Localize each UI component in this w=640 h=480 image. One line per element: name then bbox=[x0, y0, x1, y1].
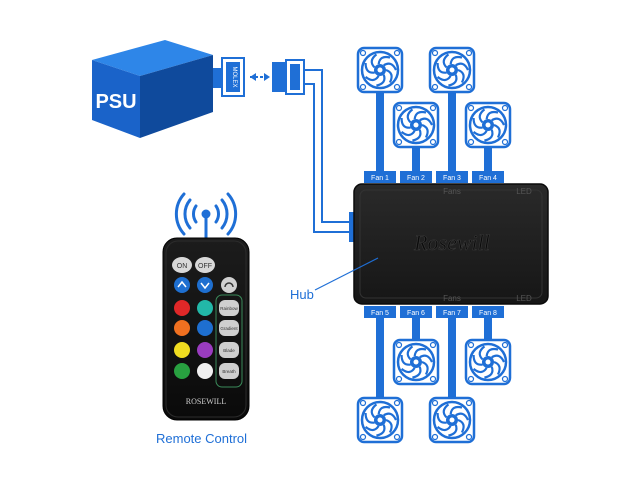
on-button[interactable] bbox=[172, 257, 192, 273]
off-button-label: OFF bbox=[198, 263, 212, 270]
mode-button-label: Gradient bbox=[220, 326, 238, 331]
fan-port-label-top: Fan 4 bbox=[479, 175, 497, 182]
hub-print-top-left: Fans bbox=[443, 187, 461, 196]
fan-icon bbox=[464, 101, 512, 149]
fan-port-label-top-tag bbox=[364, 171, 396, 183]
color-button[interactable] bbox=[174, 363, 190, 379]
brightness-up-button[interactable] bbox=[174, 277, 190, 293]
remote-brand: ROSEWILL bbox=[186, 397, 227, 406]
fan-icon bbox=[428, 46, 476, 94]
speed-icon bbox=[224, 282, 234, 288]
fan-wire bbox=[448, 70, 456, 172]
fan-wire bbox=[448, 310, 456, 420]
molex-label: MOLEX bbox=[231, 66, 237, 87]
color-button[interactable] bbox=[197, 342, 213, 358]
hub-power-port bbox=[349, 212, 357, 242]
color-button[interactable] bbox=[174, 320, 190, 336]
fan-icon bbox=[356, 396, 404, 444]
fan-wire bbox=[376, 70, 384, 172]
fan-port-label-top-tag bbox=[436, 171, 468, 183]
fan-wire bbox=[484, 310, 492, 362]
fan-icon bbox=[464, 338, 512, 386]
down-arrow-icon bbox=[200, 282, 210, 290]
fan-wires-bottom bbox=[376, 310, 492, 420]
fan-port-label-bottom-tag bbox=[400, 306, 432, 318]
fan-port-label-bottom-tag bbox=[472, 306, 504, 318]
color-button[interactable] bbox=[197, 320, 213, 336]
fan-wire bbox=[376, 310, 384, 420]
molex-connector-hub-side bbox=[272, 59, 305, 95]
fan-port-label-bottom: Fan 8 bbox=[479, 310, 497, 317]
color-button[interactable] bbox=[174, 300, 190, 316]
fan-port-label-top: Fan 2 bbox=[407, 175, 425, 182]
fan-port-label-bottom: Fan 7 bbox=[443, 310, 461, 317]
color-button[interactable] bbox=[174, 342, 190, 358]
hub-power-cable bbox=[304, 69, 352, 233]
fan-wire bbox=[412, 125, 420, 172]
hub-print-bottom-right: LED bbox=[516, 294, 532, 303]
up-arrow-icon bbox=[177, 280, 187, 288]
off-button[interactable] bbox=[195, 257, 215, 273]
fans-group bbox=[356, 46, 512, 444]
remote-label: Remote Control bbox=[156, 431, 248, 446]
hub-brand: Rosewill bbox=[413, 230, 490, 255]
fan-wire bbox=[484, 125, 492, 172]
mode-button[interactable] bbox=[219, 363, 239, 379]
fan-icon bbox=[356, 46, 404, 94]
on-button-label: ON bbox=[177, 263, 188, 270]
hub-pointer-line bbox=[314, 257, 379, 291]
color-button[interactable] bbox=[197, 363, 213, 379]
hub-print-bottom-left: Fans bbox=[443, 294, 461, 303]
mode-button-label: Rainbow bbox=[220, 306, 238, 311]
mode-button[interactable] bbox=[219, 300, 239, 316]
fan-port-label-bottom: Fan 6 bbox=[407, 310, 425, 317]
mode-button-label: Breath bbox=[222, 369, 236, 374]
hub-label: Hub bbox=[290, 287, 314, 302]
molex-connector: MOLEX bbox=[221, 57, 270, 97]
hub-device: Rosewill Fans LED Fans LED bbox=[353, 183, 549, 305]
hub-print-top-right: LED bbox=[516, 187, 532, 196]
speed-button[interactable] bbox=[221, 277, 237, 293]
mode-button[interactable] bbox=[219, 342, 239, 358]
fan-port-label-top: Fan 1 bbox=[371, 175, 389, 182]
fan-port-label-bottom-tag bbox=[436, 306, 468, 318]
fan-icon bbox=[392, 101, 440, 149]
psu-wire bbox=[213, 68, 223, 88]
fan-port-label-bottom-tag bbox=[364, 306, 396, 318]
mode-button[interactable] bbox=[219, 320, 239, 336]
mode-button-label: Blade bbox=[223, 348, 235, 353]
fan-port-label-bottom: Fan 5 bbox=[371, 310, 389, 317]
color-button[interactable] bbox=[197, 300, 213, 316]
brightness-down-button[interactable] bbox=[197, 277, 213, 293]
fan-icon bbox=[392, 338, 440, 386]
fan-wire bbox=[412, 310, 420, 362]
psu-label: PSU bbox=[95, 91, 136, 113]
psu-box: PSU bbox=[92, 40, 213, 138]
fan-wires-top bbox=[376, 70, 492, 172]
fan-port-label-top-tag bbox=[400, 171, 432, 183]
fan-icon bbox=[428, 396, 476, 444]
fan-port-label-top-tag bbox=[472, 171, 504, 183]
fan-labels: Fan 1 Fan 2 Fan 3 Fan 4 Fan 5 Fan 6 Fan 7 Fan 8 bbox=[364, 171, 504, 318]
wireless-signal-icon bbox=[174, 192, 238, 240]
fan-port-label-top: Fan 3 bbox=[443, 175, 461, 182]
